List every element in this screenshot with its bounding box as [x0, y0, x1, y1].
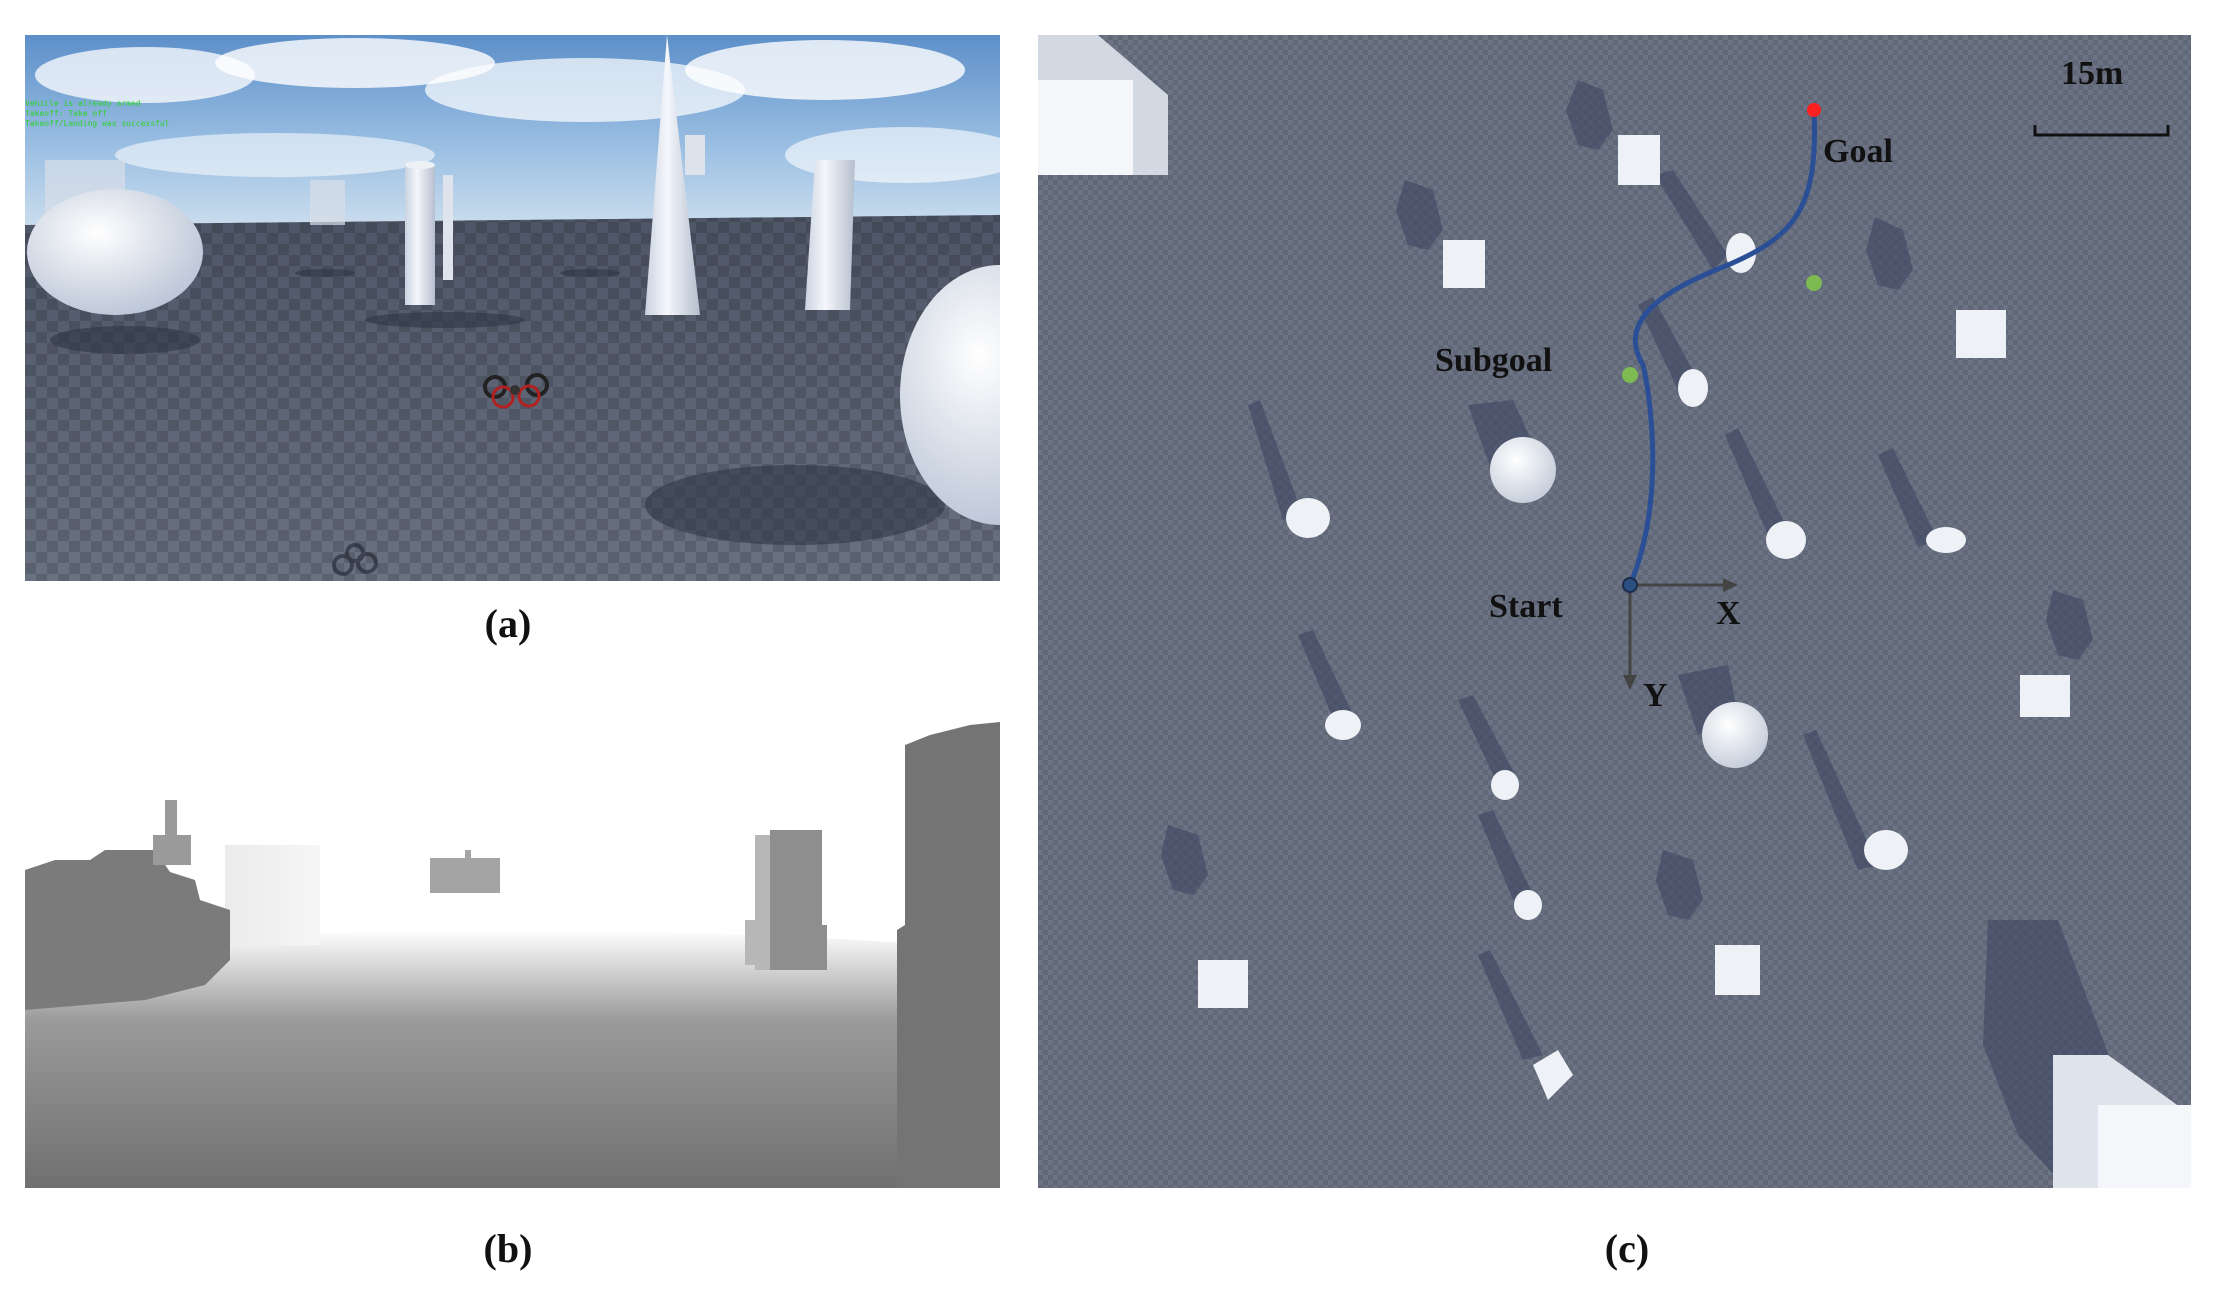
simulator-log: Vehicle is already armed Takeoff: Take o…	[25, 99, 170, 129]
log-line: Takeoff: Take off	[25, 109, 107, 118]
y-axis-label: Y	[1643, 677, 1668, 714]
simulation-scene	[25, 35, 1000, 581]
caption-a: (a)	[484, 601, 532, 646]
obstacles	[27, 35, 1000, 525]
subgoal-marker	[1622, 367, 1638, 383]
subgoal-marker	[1806, 275, 1822, 291]
spheres	[1490, 437, 1768, 768]
caption-c: (c)	[1604, 1226, 1650, 1271]
cubes	[1038, 35, 2191, 1188]
start-marker	[1622, 577, 1638, 593]
planned-path	[1627, 107, 1817, 588]
scale-bar	[2033, 125, 2170, 137]
depth-image	[25, 710, 1000, 1188]
simulation-view: Vehicle is already armed Takeoff: Take o…	[25, 35, 1000, 581]
ground-shadows	[50, 269, 945, 545]
obstacle-shadows	[1161, 80, 2118, 1185]
log-line: Vehicle is already armed	[25, 99, 141, 108]
caption-b: (b)	[483, 1226, 533, 1271]
start-label: Start	[1489, 588, 1563, 625]
drone-shadow	[332, 543, 378, 576]
scale-label: 15m	[2061, 55, 2124, 92]
goal-label: Goal	[1823, 133, 1893, 170]
depth-map	[25, 710, 1000, 1188]
axis-arrows	[1623, 578, 1738, 690]
clouds	[35, 38, 1000, 183]
drone	[483, 373, 549, 409]
log-line: Takeoff/Landing was successful	[25, 119, 170, 128]
map-canvas	[1038, 35, 2191, 1188]
x-axis-label: X	[1716, 595, 1741, 632]
subgoal-label: Subgoal	[1435, 342, 1553, 379]
goal-marker	[1807, 103, 1821, 117]
pillars	[1286, 233, 1966, 1100]
top-down-map: 15m Goal Subgoal Start X Y	[1038, 35, 2191, 1188]
